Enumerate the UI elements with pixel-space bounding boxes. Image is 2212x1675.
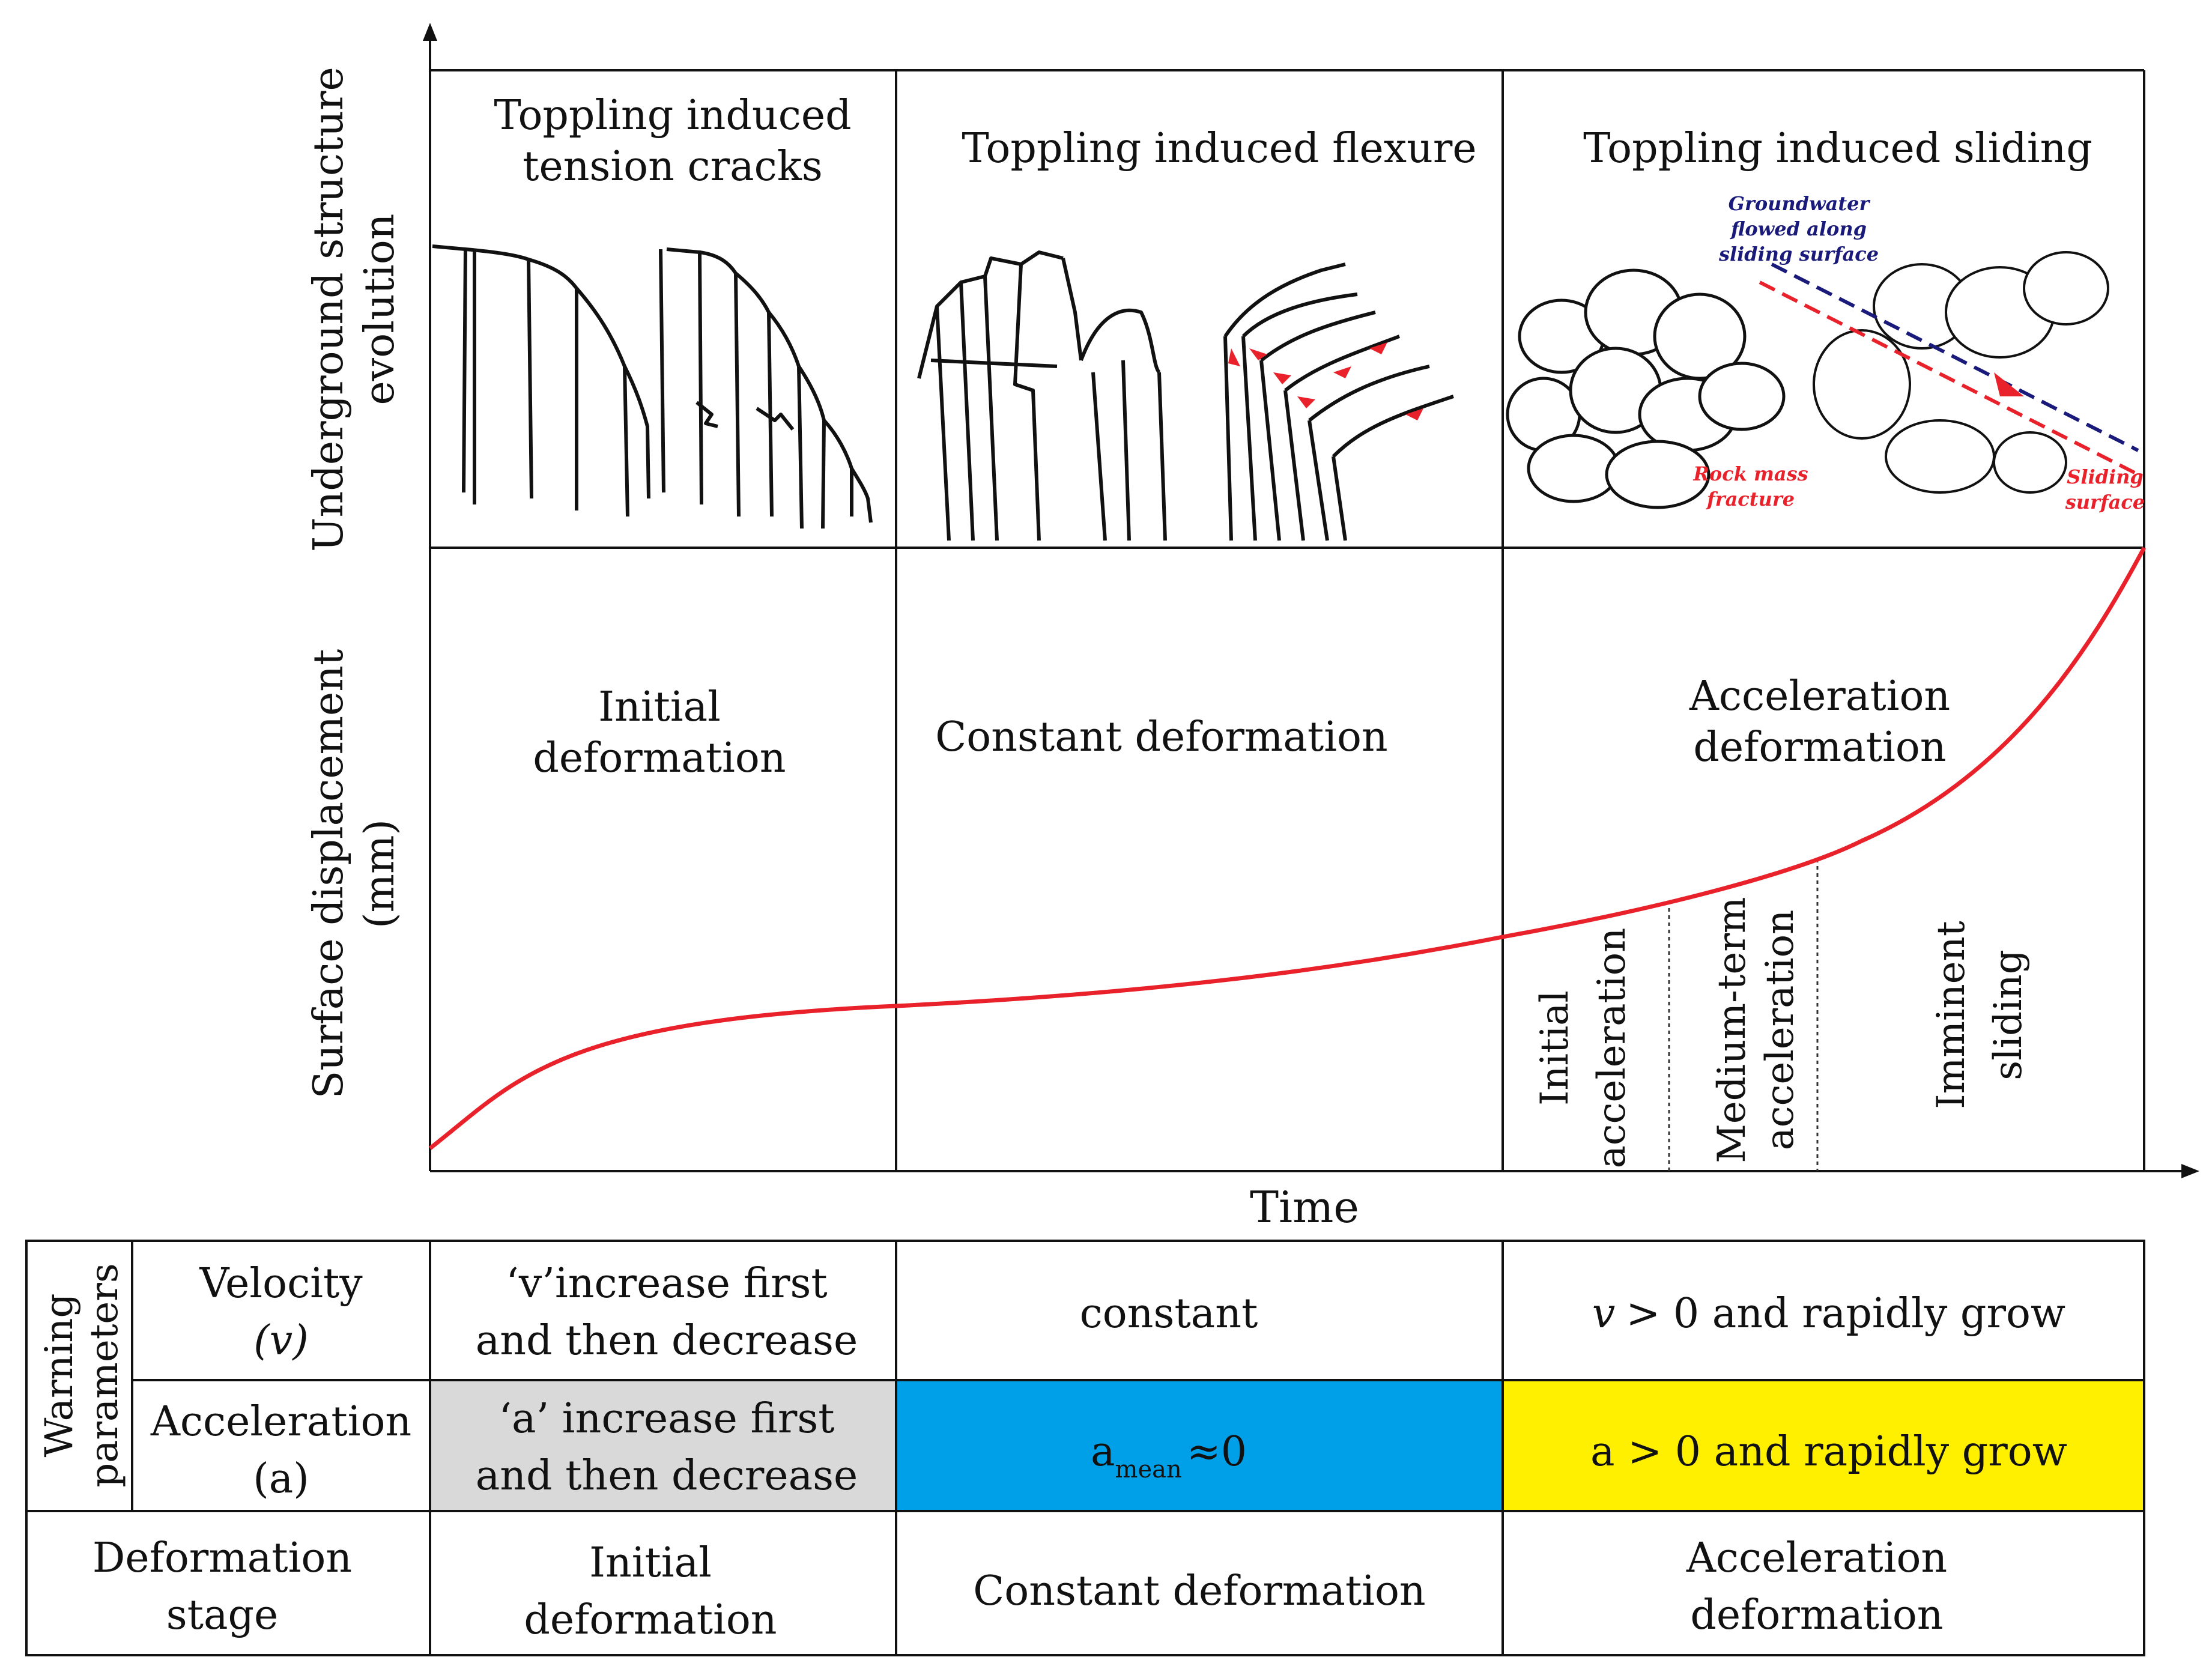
- velocity-initial-2: and then decrease: [476, 1317, 858, 1365]
- warning-parameters-label-2: parameters: [82, 1263, 127, 1487]
- stage-acceleration-1: Acceleration: [1689, 673, 1950, 720]
- stage-initial-2: deformation: [533, 735, 786, 782]
- groundwater-label-3: sliding surface: [1718, 243, 1879, 265]
- sliding-surface-lines: [1759, 262, 2139, 476]
- sliding-surface-label-2: surface: [2065, 491, 2145, 513]
- flexure-red-marks: [1228, 342, 1423, 420]
- stage-label-2: stage: [166, 1592, 279, 1639]
- sub-imminent-sliding-2: sliding: [1986, 950, 2031, 1080]
- table-grid: [25, 1240, 2145, 1656]
- stage-label-1: Deformation: [92, 1534, 352, 1582]
- acceleration-constant-sub: mean: [1115, 1456, 1182, 1483]
- velocity-initial-1: ‘v’increase first: [506, 1260, 827, 1307]
- stage-acceleration-2: deformation: [1693, 724, 1946, 771]
- sliding-direction-arrow-icon: [1994, 372, 2024, 396]
- sub-initial-acceleration-2: acceleration: [1590, 928, 1634, 1169]
- stage-row-accel-2: deformation: [1690, 1592, 1943, 1639]
- x-axis-arrow-icon: [2181, 1164, 2199, 1178]
- acceleration-label-1: Acceleration: [150, 1398, 411, 1446]
- sub-stage-dividers: [1668, 859, 1819, 1171]
- velocity-accel-rest: > 0 and rapidly grow: [1626, 1290, 2065, 1337]
- panel-title-tension-2: tension cracks: [523, 143, 823, 190]
- accel-accel-cell: [1503, 1380, 2144, 1511]
- velocity-constant: constant: [1080, 1290, 1258, 1337]
- accel-initial-cell: [430, 1380, 896, 1511]
- x-axis-label: Time: [1250, 1182, 1359, 1232]
- acceleration-initial-1: ‘a’ increase first: [498, 1395, 834, 1443]
- stage-row-initial-2: deformation: [524, 1596, 777, 1644]
- displacement-curve: [428, 547, 2147, 1150]
- axes: [429, 36, 2186, 1172]
- accel-constant-cell: [896, 1380, 1503, 1511]
- sub-initial-acceleration-1: Initial: [1533, 990, 1577, 1106]
- panel-title-tension-1: Toppling induced: [494, 92, 851, 139]
- groundwater-label-2: flowed along: [1730, 217, 1867, 240]
- acceleration-constant: amean≈0: [1091, 1428, 1247, 1483]
- acceleration-constant-rest: ≈0: [1187, 1428, 1247, 1476]
- rock-mass-label-1: Rock mass: [1692, 462, 1808, 485]
- sub-medium-acceleration-2: acceleration: [1758, 910, 1802, 1151]
- velocity-accel: v> 0 and rapidly grow: [1592, 1290, 2065, 1337]
- stage-initial-1: Initial: [598, 683, 721, 731]
- rock-mass-label-2: fracture: [1706, 488, 1795, 510]
- panel-title-sliding: Toppling induced sliding: [1583, 125, 2092, 172]
- y-axis-label-top-2: evolution: [356, 214, 404, 405]
- sub-medium-acceleration-1: Medium-term: [1710, 897, 1754, 1163]
- y-axis-label-bottom: Surface displacement: [305, 649, 353, 1099]
- stage-constant: Constant deformation: [935, 713, 1387, 761]
- acceleration-initial-2: and then decrease: [476, 1452, 858, 1500]
- acceleration-accel: a > 0 and rapidly grow: [1590, 1428, 2067, 1476]
- panel-title-flexure: Toppling induced flexure: [962, 125, 1476, 172]
- y-axis-arrow-icon: [423, 23, 437, 41]
- velocity-label-1: Velocity: [199, 1260, 363, 1307]
- flexure-sketch: [917, 250, 1454, 541]
- warning-parameters-label-1: Warning: [37, 1294, 82, 1458]
- acceleration-label-2: (a): [253, 1455, 309, 1503]
- sliding-rock-blocks: [1506, 268, 1786, 509]
- y-axis-label-top: Underground structure: [305, 67, 353, 552]
- tension-cracks-sketch: [432, 244, 873, 529]
- velocity-accel-v: v: [1592, 1290, 1615, 1337]
- stage-row-constant: Constant deformation: [973, 1567, 1425, 1615]
- sliding-surface-label-1: Sliding: [2067, 465, 2144, 488]
- stage-row-accel-1: Acceleration: [1686, 1534, 1947, 1582]
- acceleration-constant-a: a: [1091, 1428, 1115, 1476]
- stage-row-initial-1: Initial: [589, 1539, 712, 1587]
- sub-imminent-sliding-1: Imminent: [1929, 921, 1974, 1109]
- chart-grid: [430, 69, 2145, 1171]
- velocity-label-2: (v): [253, 1317, 308, 1365]
- sliding-rock-blocks-right: [1813, 251, 2109, 494]
- y-axis-label-bottom-2: (mm): [356, 819, 404, 928]
- groundwater-label-1: Groundwater: [1729, 192, 1871, 215]
